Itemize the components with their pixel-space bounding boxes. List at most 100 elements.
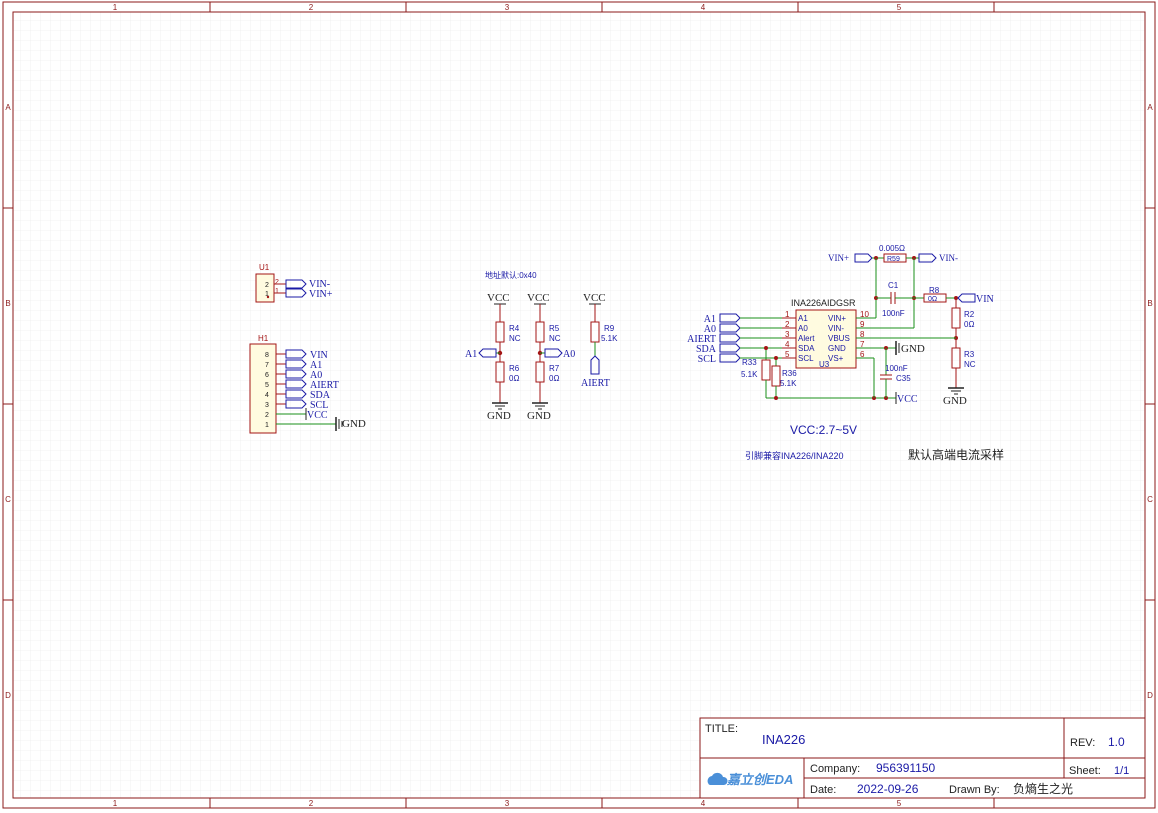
u1-ref: U1 bbox=[259, 263, 270, 272]
net-label: VIN bbox=[976, 294, 994, 305]
r36-val: 5.1K bbox=[780, 379, 797, 388]
net-label: VIN- bbox=[309, 279, 330, 290]
net-flag bbox=[285, 379, 307, 389]
net-flag bbox=[285, 389, 307, 399]
row-label: C bbox=[5, 495, 11, 504]
net-label: VIN bbox=[310, 350, 328, 361]
date-value: 2022-09-26 bbox=[857, 782, 919, 796]
net-label: VIN+ bbox=[309, 289, 333, 300]
u3-pin-name: A1 bbox=[798, 314, 808, 323]
net-label: VIN- bbox=[939, 253, 958, 263]
r5-val: NC bbox=[549, 334, 561, 343]
u3-pin-num: 7 bbox=[860, 340, 865, 349]
col-label: 4 bbox=[701, 3, 706, 12]
net-label: A0 bbox=[704, 324, 716, 335]
r2-ref: R2 bbox=[964, 310, 975, 319]
title-value: INA226 bbox=[762, 732, 805, 747]
u3-pin-num: 10 bbox=[860, 310, 869, 319]
r9-ref: R9 bbox=[604, 324, 615, 333]
u3-pin-num: 6 bbox=[860, 350, 865, 359]
u3-pin-name: VIN- bbox=[828, 324, 844, 333]
company-value: 956391150 bbox=[876, 761, 936, 775]
r6-ref: R6 bbox=[509, 364, 520, 373]
r7-ref: R7 bbox=[549, 364, 560, 373]
net-label: A0 bbox=[563, 349, 575, 360]
u3-pin-num: 5 bbox=[785, 350, 790, 359]
row-label: B bbox=[5, 299, 10, 308]
net-flag bbox=[719, 353, 741, 363]
drawn-label: Drawn By: bbox=[949, 784, 1000, 796]
row-label: C bbox=[1147, 495, 1153, 504]
row-label: B bbox=[1147, 299, 1152, 308]
address-section: 地址默认:0x40 VCC R4 NC A1 R6 0Ω GND VCC R5 … bbox=[465, 270, 618, 422]
r6-val: 0Ω bbox=[509, 374, 519, 383]
r4-ref: R4 bbox=[509, 324, 520, 333]
r7-val: 0Ω bbox=[549, 374, 559, 383]
company-label: Company: bbox=[810, 763, 860, 775]
net-label: AIERT bbox=[310, 380, 339, 391]
u3-pin-num: 1 bbox=[785, 310, 790, 319]
h1-pin-label: 4 bbox=[265, 392, 269, 399]
u3-pin-name: VS+ bbox=[828, 354, 844, 363]
net-label: A1 bbox=[465, 349, 477, 360]
gnd-label: GND bbox=[342, 418, 366, 430]
net-flag bbox=[719, 333, 741, 343]
net-flag bbox=[719, 313, 741, 323]
col-label: 4 bbox=[701, 799, 706, 808]
drawn-value: 负熵生之光 bbox=[1013, 781, 1073, 796]
r9-val: 5.1K bbox=[601, 334, 618, 343]
net-flag bbox=[285, 399, 307, 409]
r3-ref: R3 bbox=[964, 350, 975, 359]
r8-val: 0Ω bbox=[928, 296, 937, 303]
r33-ref: R33 bbox=[742, 358, 757, 367]
u3-pin-num: 3 bbox=[785, 330, 790, 339]
h1-pin-label: 8 bbox=[265, 352, 269, 359]
connector-u1[interactable]: U1 2 1 2 1 VIN- VIN+ bbox=[255, 263, 333, 303]
u3-pin-name: SDA bbox=[798, 344, 815, 353]
u1-pin-num: 2 bbox=[275, 279, 279, 286]
gnd-label: GND bbox=[527, 410, 551, 422]
h1-pin-label: 2 bbox=[265, 412, 269, 419]
u1-pin-label: 1 bbox=[265, 291, 269, 298]
r2-val: 0Ω bbox=[964, 320, 974, 329]
vcc-label: VCC bbox=[527, 292, 550, 304]
vcc-label: VCC bbox=[583, 292, 606, 304]
net-label: VIN+ bbox=[828, 253, 849, 263]
h1-ref: H1 bbox=[258, 334, 269, 343]
row-label: D bbox=[5, 691, 11, 700]
title-block: TITLE: INA226 REV: 1.0 Company: 95639115… bbox=[699, 717, 1146, 799]
u3-pin-num: 8 bbox=[860, 330, 865, 339]
h1-pin-label: 6 bbox=[265, 372, 269, 379]
rev-label: REV: bbox=[1070, 737, 1095, 749]
net-label: A1 bbox=[310, 360, 322, 371]
row-label: A bbox=[5, 103, 11, 112]
col-label: 2 bbox=[309, 3, 314, 12]
net-label: SDA bbox=[310, 390, 331, 401]
u3-ref: U3 bbox=[819, 360, 830, 369]
h1-pin-label: 1 bbox=[265, 422, 269, 429]
u3-pin-name: GND bbox=[828, 344, 846, 353]
u3-pin-num: 4 bbox=[785, 340, 790, 349]
u3-pin-num: 2 bbox=[785, 320, 790, 329]
u3-pin-name: VBUS bbox=[828, 334, 850, 343]
vcc-label: VCC bbox=[487, 292, 510, 304]
vcc-label: VCC bbox=[897, 394, 918, 405]
sheet-value: 1/1 bbox=[1114, 765, 1129, 777]
r33-val: 5.1K bbox=[741, 370, 758, 379]
c35-ref: C35 bbox=[896, 374, 911, 383]
gnd-label: GND bbox=[943, 395, 967, 407]
u3-pin-name: A0 bbox=[798, 324, 808, 333]
net-label: AIERT bbox=[687, 334, 716, 345]
r59-val: 0.005Ω bbox=[879, 244, 905, 253]
h1-pin-label: 5 bbox=[265, 382, 269, 389]
net-label: SDA bbox=[696, 344, 717, 355]
col-label: 3 bbox=[505, 799, 510, 808]
net-label: SCL bbox=[698, 354, 716, 365]
date-label: Date: bbox=[810, 784, 836, 796]
note-compat: 引脚兼容INA226/INA220 bbox=[745, 450, 844, 461]
